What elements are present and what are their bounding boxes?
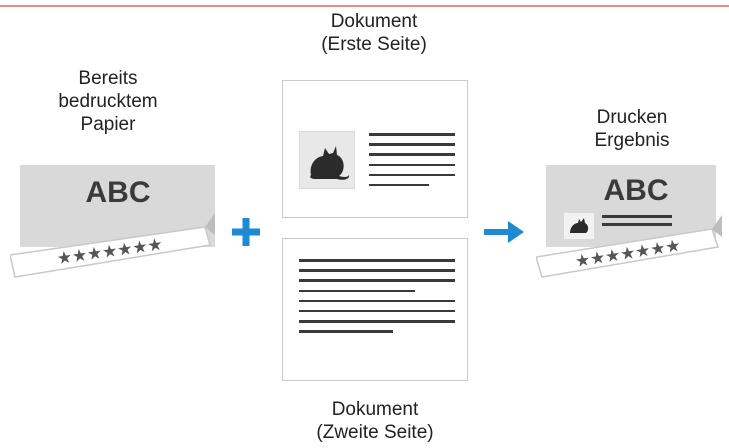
text-line [369,133,455,136]
text-line [299,320,455,323]
result-paper-icon: ABC ★★★★★★★ [536,165,722,281]
doc-first-label: Dokument (Erste Seite) [321,11,427,55]
doc-first-page [282,80,468,218]
text-line [299,309,455,313]
doc-second-text-lines [299,259,455,341]
text-line [369,183,429,187]
result-logo-text: ABC [604,174,669,207]
preprinted-logo-text: ABC [86,176,151,209]
top-divider [0,5,729,7]
plus-icon [230,216,262,248]
doc-second-label: Dokument (Zweite Seite) [316,399,434,443]
cat-photo-icon [299,131,355,189]
text-line [369,153,455,156]
text-line [369,173,455,177]
preprinted-paper-label: Bereits bedrucktem Papier [58,68,158,135]
doc-second-page [282,238,468,381]
text-line [299,279,455,282]
text-line [369,143,455,146]
result-label: Drucken Ergebnis [594,107,670,151]
text-line [299,330,393,333]
doc-first-text-lines [369,133,455,194]
text-line [299,269,455,272]
preprinted-paper-icon: ABC ★★★★★★★ [10,165,215,283]
text-line [299,259,455,262]
text-line [369,163,455,167]
text-line [299,299,455,303]
arrow-right-icon [482,219,526,245]
text-line [299,289,415,293]
